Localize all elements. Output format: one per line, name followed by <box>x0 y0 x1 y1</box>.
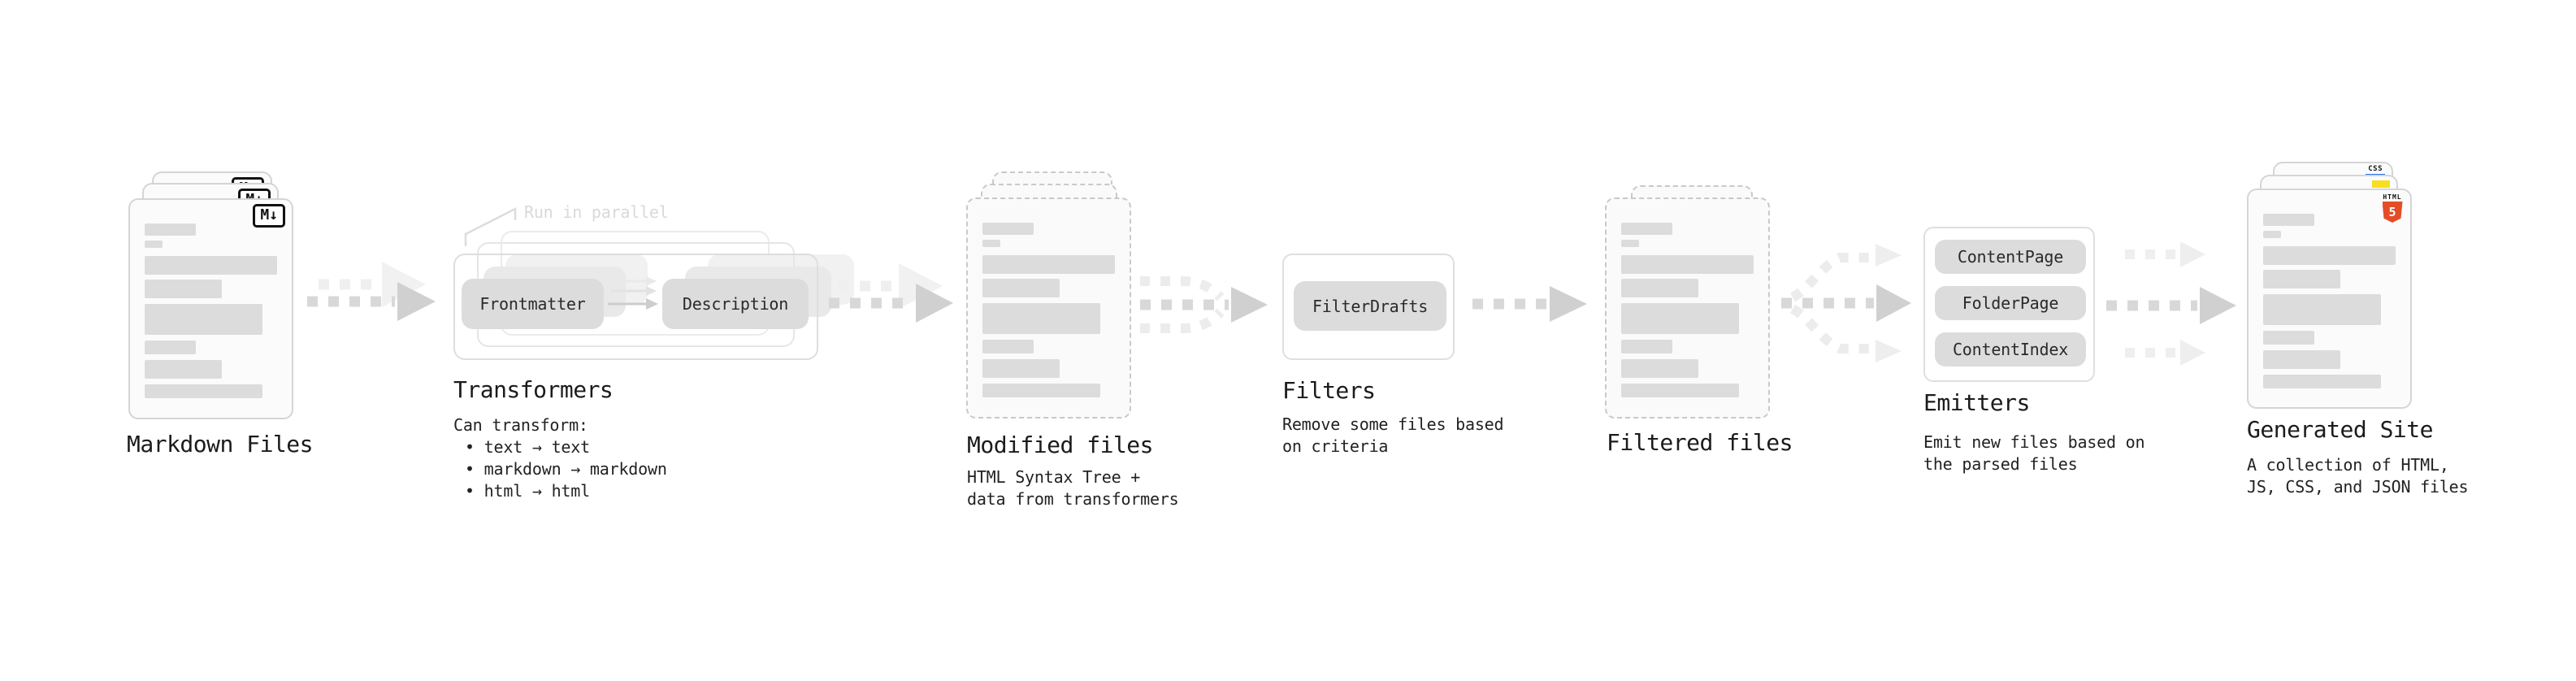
content-page-box: ContentPage <box>1935 240 2086 274</box>
filtered-files-title: Filtered files <box>1607 429 1793 456</box>
transformers-note: Can transform: • text → text • markdown … <box>453 414 667 502</box>
description-box: Description <box>662 279 809 329</box>
transformers-title: Transformers <box>453 376 614 403</box>
arrow-emitters-to-site-bottom <box>2125 340 2205 366</box>
html5-icon-number: 5 <box>2388 205 2396 219</box>
html5-icon: HTML 5 <box>2382 194 2403 223</box>
emitters-subtitle-line: Emit new files based on <box>1923 432 2145 452</box>
js-icon <box>2372 180 2390 188</box>
generated-site-title: Generated Site <box>2247 416 2434 443</box>
markdown-file-card-front: M↓ <box>128 198 293 419</box>
modified-files-subtitle: HTML Syntax Tree + data from transformer… <box>967 466 1179 510</box>
arrow-markdown-to-transformers-ghost <box>319 262 426 307</box>
generated-subtitle-line: A collection of HTML, <box>2247 455 2449 475</box>
modified-subtitle-line: data from transformers <box>967 489 1179 509</box>
arrow-filters-to-filtered <box>1472 286 1587 322</box>
filters-subtitle-line: on criteria <box>1282 436 1389 456</box>
generated-subtitle-line: JS, CSS, and JSON files <box>2247 477 2469 497</box>
transform-bullet: • html → html <box>465 481 590 501</box>
html5-icon-shield: 5 <box>2382 202 2403 223</box>
arrow-transformers-to-modified <box>829 284 953 323</box>
modified-subtitle-line: HTML Syntax Tree + <box>967 467 1141 487</box>
content-index-box: ContentIndex <box>1935 332 2086 367</box>
arrow-emitters-to-site-top <box>2125 241 2205 267</box>
arrow-filtered-to-emitters-split <box>1781 244 1911 362</box>
modified-file-card-front <box>966 197 1131 419</box>
generated-site-subtitle: A collection of HTML, JS, CSS, and JSON … <box>2247 454 2469 498</box>
parallel-note-bracket <box>464 206 517 246</box>
run-in-parallel-note: Run in parallel <box>524 202 669 222</box>
frontmatter-box: Frontmatter <box>462 279 604 329</box>
arrow-markdown-to-transformers <box>307 282 436 321</box>
transform-bullet: • markdown → markdown <box>465 459 667 479</box>
transformer-inner-arrows <box>608 276 658 310</box>
arrow-modified-to-filters-merge <box>1140 276 1268 333</box>
filters-subtitle-line: Remove some files based <box>1282 414 1504 434</box>
emitters-container: ContentPage FolderPage ContentIndex <box>1923 227 2095 382</box>
emitters-subtitle: Emit new files based on the parsed files <box>1923 432 2145 475</box>
arrow-transformers-to-modified-ghost <box>839 263 943 309</box>
html5-icon-word: HTML <box>2383 193 2402 201</box>
filters-subtitle: Remove some files based on criteria <box>1282 414 1504 458</box>
arrow-emitters-to-site-middle <box>2106 287 2236 324</box>
markdown-files-title: Markdown Files <box>127 431 314 458</box>
site-file-card-html: HTML 5 <box>2247 189 2412 409</box>
modified-files-title: Modified files <box>967 432 1154 458</box>
transformer-container-front <box>453 254 818 360</box>
folder-page-box: FolderPage <box>1935 286 2086 320</box>
filters-title: Filters <box>1282 377 1376 404</box>
filters-container: FilterDrafts <box>1282 254 1455 360</box>
filtered-file-card-front <box>1605 197 1770 419</box>
emitters-subtitle-line: the parsed files <box>1923 454 2078 474</box>
filter-drafts-box: FilterDrafts <box>1294 281 1446 331</box>
transform-bullet: • text → text <box>465 437 590 457</box>
emitters-title: Emitters <box>1923 389 2030 416</box>
transform-note-heading: Can transform: <box>453 415 588 435</box>
markdown-icon: M↓ <box>253 204 285 228</box>
